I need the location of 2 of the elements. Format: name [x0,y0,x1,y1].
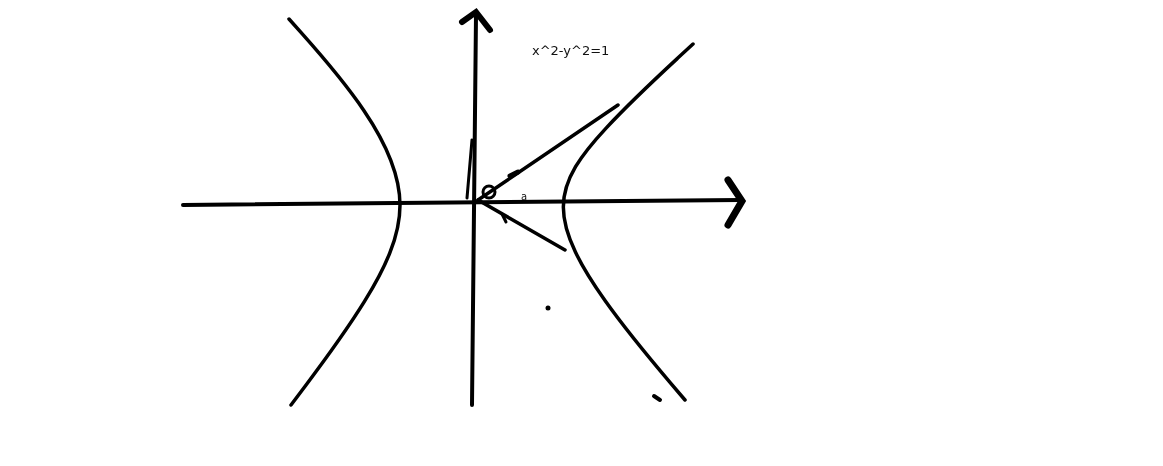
axis-label: a [521,192,528,202]
equation-label: x^2-y^2=1 [532,44,610,57]
